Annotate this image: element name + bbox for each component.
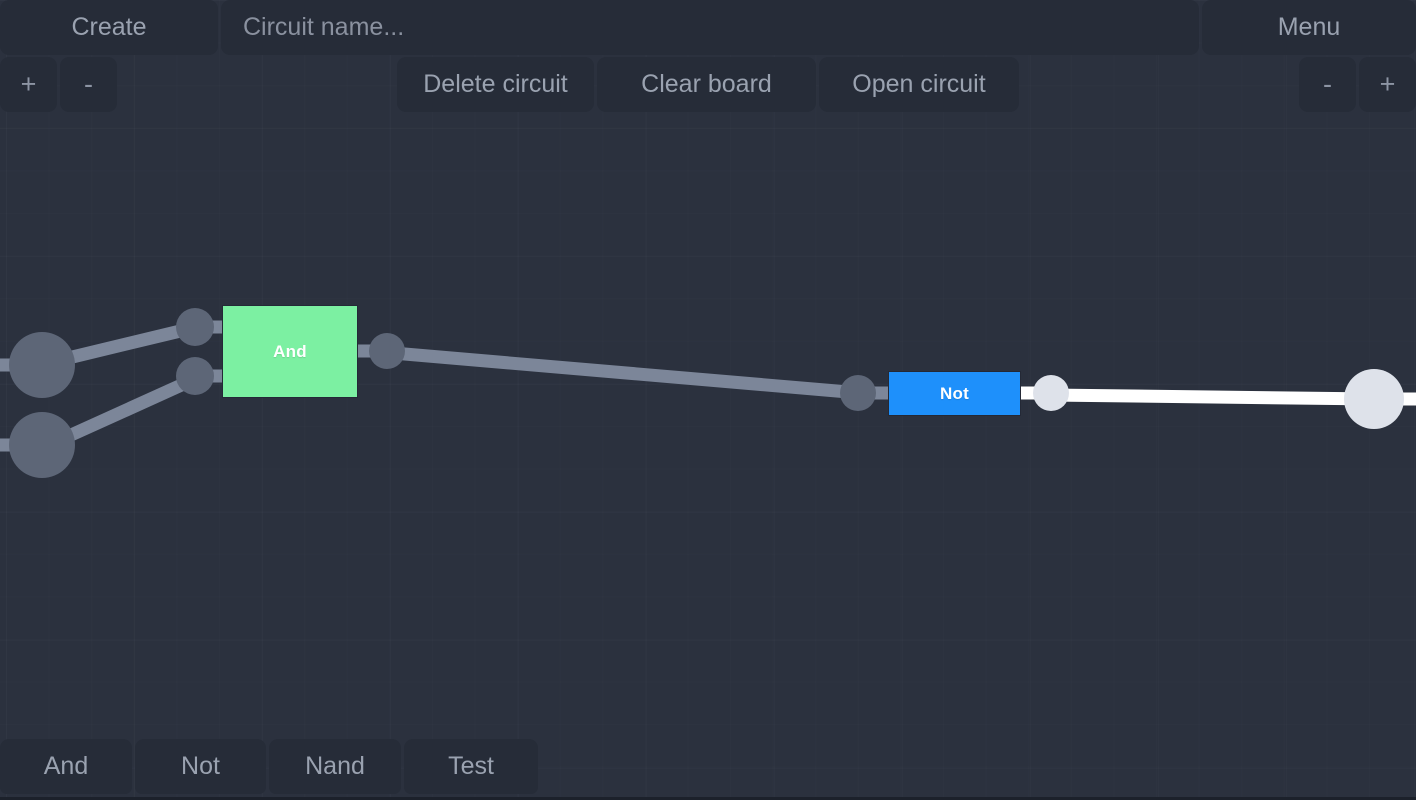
zoom-in-right-button[interactable]: + <box>1359 57 1416 112</box>
pin-and-input-2[interactable] <box>176 357 214 395</box>
palette-item-test[interactable]: Test <box>404 739 538 794</box>
zoom-in-left-button[interactable]: + <box>0 57 57 112</box>
gate-and[interactable]: And <box>222 305 358 398</box>
window-bottom-edge <box>0 797 1416 800</box>
pin-input-b[interactable] <box>9 412 75 478</box>
pin-not-output[interactable] <box>1033 375 1069 411</box>
pin-input-a[interactable] <box>9 332 75 398</box>
top-toolbar-secondary: + - Delete circuit Clear board Open circ… <box>0 57 1416 112</box>
gate-and-label: And <box>273 341 307 361</box>
pin-output-final[interactable] <box>1344 369 1404 429</box>
pin-and-output[interactable] <box>369 333 405 369</box>
zoom-out-left-button[interactable]: - <box>60 57 117 112</box>
gate-palette-toolbar: And Not Nand Test <box>0 739 1416 797</box>
pin-not-input[interactable] <box>840 375 876 411</box>
palette-item-nand[interactable]: Nand <box>269 739 401 794</box>
create-button[interactable]: Create <box>0 0 218 55</box>
circuit-name-input[interactable] <box>221 0 1199 55</box>
delete-circuit-button[interactable]: Delete circuit <box>397 57 594 112</box>
open-circuit-button[interactable]: Open circuit <box>819 57 1019 112</box>
gate-not-label: Not <box>940 383 969 403</box>
menu-button[interactable]: Menu <box>1202 0 1416 55</box>
top-toolbar-primary: Create Menu <box>0 0 1416 55</box>
zoom-out-right-button[interactable]: - <box>1299 57 1356 112</box>
gate-not[interactable]: Not <box>888 371 1021 416</box>
clear-board-button[interactable]: Clear board <box>597 57 816 112</box>
palette-item-and[interactable]: And <box>0 739 132 794</box>
palette-item-not[interactable]: Not <box>135 739 266 794</box>
pin-and-input-1[interactable] <box>176 308 214 346</box>
